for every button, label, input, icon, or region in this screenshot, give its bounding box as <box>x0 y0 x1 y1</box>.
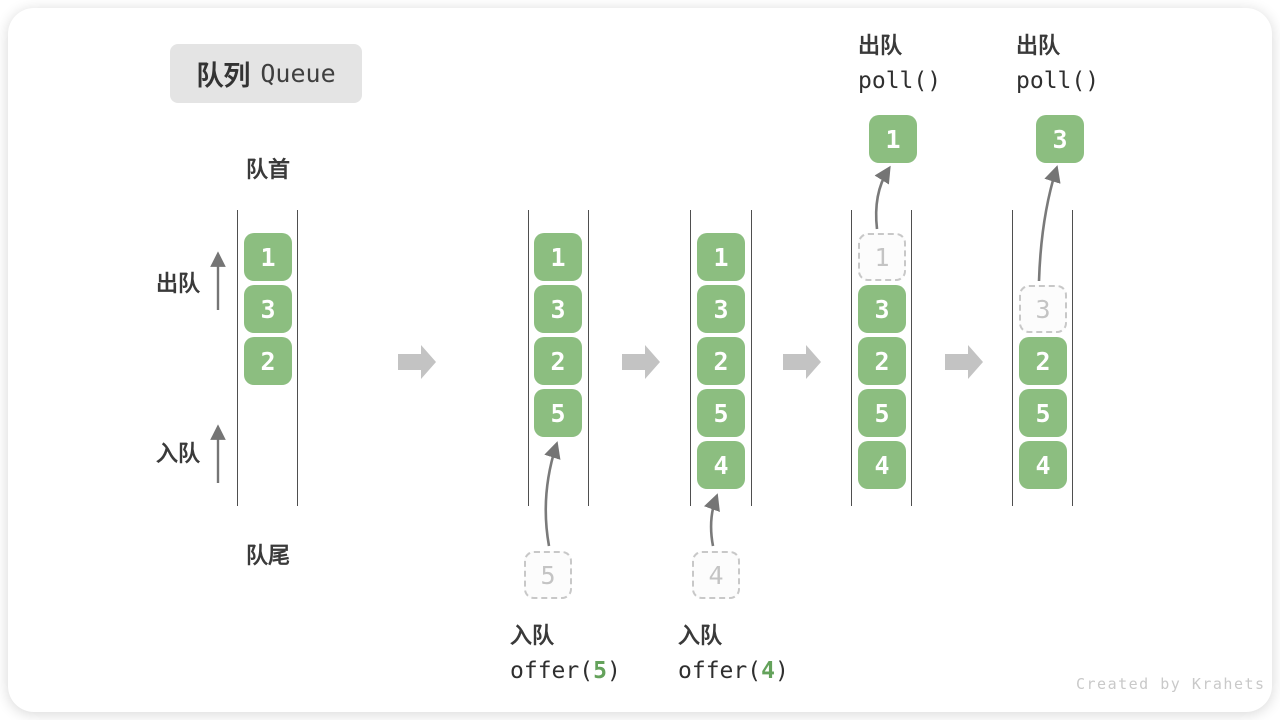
queue-item: 3 <box>534 285 582 333</box>
state-transition-arrow-icon-3 <box>783 345 821 379</box>
state-transition-arrow-icon-2 <box>622 345 660 379</box>
state-transition-arrow-icon-4 <box>945 345 983 379</box>
queue-item: 4 <box>697 441 745 489</box>
label-dequeue: 出队 <box>156 271 201 296</box>
title-en: Queue <box>260 59 336 88</box>
incoming-item-ghost: 4 <box>692 551 740 599</box>
queue-state-5-container <box>1012 210 1073 506</box>
queue-item: 3 <box>244 285 292 333</box>
queue-item: 2 <box>858 337 906 385</box>
queue-item: 4 <box>1019 441 1067 489</box>
label-queue-front: 队首 <box>245 157 290 182</box>
polled-item: 3 <box>1036 115 1084 163</box>
op-poll-1-code: poll() <box>858 68 942 94</box>
removed-item-ghost: 3 <box>1019 285 1067 333</box>
queue-item: 4 <box>858 441 906 489</box>
queue-item: 2 <box>1019 337 1067 385</box>
queue-item: 5 <box>858 389 906 437</box>
op-poll-2-code: poll() <box>1016 68 1100 94</box>
op-label-offer-5: 入队 offer(5) <box>510 618 621 684</box>
op-label-poll-2: 出队 poll() <box>1016 28 1099 94</box>
title-zh: 队列 <box>196 61 251 91</box>
queue-item: 2 <box>534 337 582 385</box>
incoming-item-ghost: 5 <box>524 551 572 599</box>
diagram-title: 队列 Queue <box>170 44 362 103</box>
queue-item: 3 <box>697 285 745 333</box>
op-offer-4-zh: 入队 <box>678 623 723 648</box>
queue-item: 1 <box>697 233 745 281</box>
op-poll-2-zh: 出队 <box>1016 33 1061 58</box>
op-offer-5-zh: 入队 <box>510 623 555 648</box>
queue-state-1-container <box>237 210 298 506</box>
queue-state-3-container <box>690 210 752 506</box>
op-label-poll-1: 出队 poll() <box>858 28 941 94</box>
label-queue-rear: 队尾 <box>245 543 290 568</box>
polled-item: 1 <box>869 115 917 163</box>
queue-item: 1 <box>244 233 292 281</box>
label-enqueue: 入队 <box>156 441 201 466</box>
op-offer-5-code: offer(5) <box>510 658 621 684</box>
queue-item: 5 <box>1019 389 1067 437</box>
queue-state-2-container <box>528 210 589 506</box>
removed-item-ghost: 1 <box>858 233 906 281</box>
queue-state-4-container <box>851 210 912 506</box>
op-poll-1-zh: 出队 <box>858 33 903 58</box>
state-transition-arrow-icon-1 <box>398 345 436 379</box>
queue-item: 5 <box>697 389 745 437</box>
op-offer-4-code: offer(4) <box>678 658 789 684</box>
queue-item: 3 <box>858 285 906 333</box>
queue-item: 5 <box>534 389 582 437</box>
watermark-credit: Created by Krahets <box>1076 675 1266 693</box>
queue-item: 2 <box>697 337 745 385</box>
op-label-offer-4: 入队 offer(4) <box>678 618 789 684</box>
queue-item: 2 <box>244 337 292 385</box>
queue-item: 1 <box>534 233 582 281</box>
